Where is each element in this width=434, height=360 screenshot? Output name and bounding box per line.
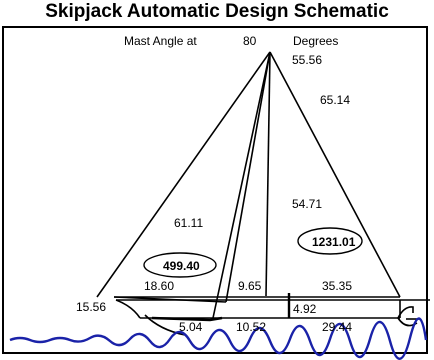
left-area-value: 499.40 [163,259,200,273]
measure-upper-right: 65.14 [320,93,350,107]
left-area-ellipse [143,252,217,278]
measure-foot-mid: 9.65 [238,279,262,293]
mast-angle-value: 80 [243,34,257,48]
measure-hull-left: 5.04 [179,320,203,334]
keel-curve [144,314,186,336]
measure-mid-right: 54.71 [292,197,322,211]
measure-hull-mid: 10.52 [236,320,266,334]
bow-curve [115,299,141,319]
measure-bowsprit: 15.56 [76,300,106,314]
diagram-title: Skipjack Automatic Design Schematic [45,1,389,22]
keel-line [151,316,223,322]
measure-hull-right: 29.44 [322,320,352,334]
jib-leading-edge [96,51,271,298]
measure-top-right: 55.56 [292,53,322,67]
right-area-ellipse [297,227,363,255]
diagram-frame [2,26,428,354]
mainsail-leech [269,51,401,298]
rudder-top [397,306,414,319]
mast-angle-label: Mast Angle at [124,34,197,48]
mainsail-luff [265,51,271,297]
jib-leech [225,51,271,303]
right-area-value: 1231.01 [312,235,356,249]
measure-mast-step: 4.92 [293,302,317,316]
measure-foot-right: 35.35 [322,279,352,293]
measure-foot-left: 18.60 [144,279,174,293]
measure-left-mid: 61.11 [174,216,203,230]
water-wave [9,317,428,360]
hull [115,293,430,336]
degrees-label: Degrees [293,34,338,48]
foremast-line [212,51,271,319]
